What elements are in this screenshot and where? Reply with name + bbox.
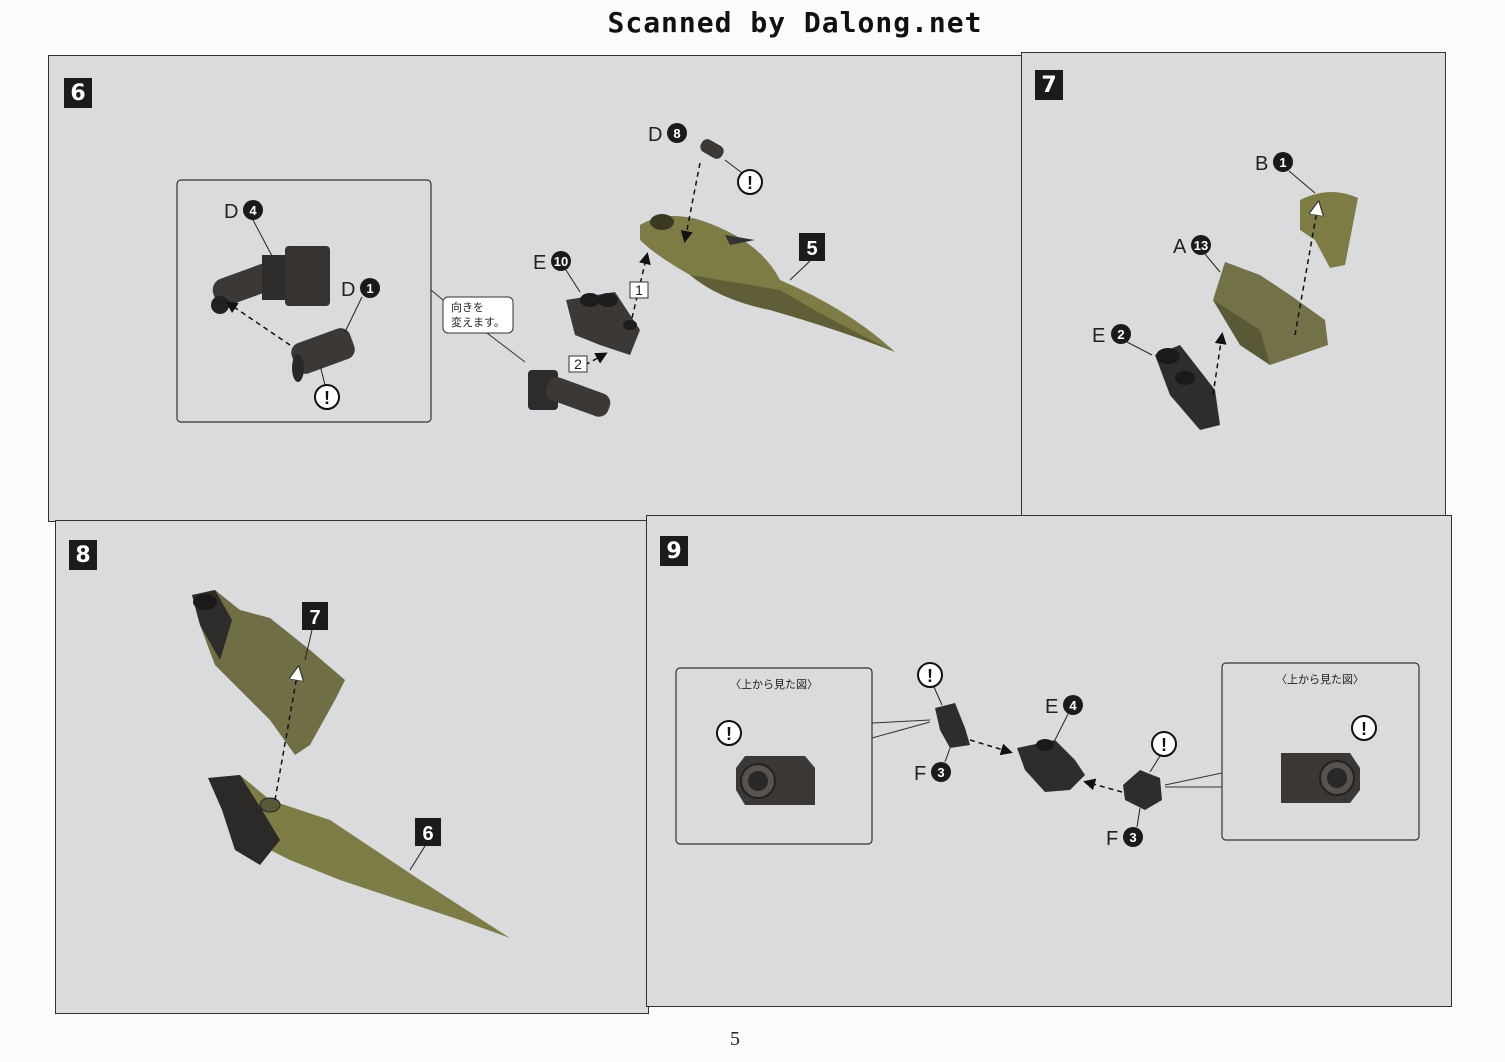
assembly-7: [192, 590, 345, 755]
step-8-number: 8: [69, 540, 97, 570]
label-f3-left-letter: F: [914, 763, 926, 785]
label-d1-number: 1: [366, 281, 373, 296]
label-d4-number: 4: [249, 203, 257, 218]
step-7-number: 7: [1035, 70, 1063, 100]
warning-icon: !: [716, 720, 742, 746]
part-5-tail: [640, 214, 895, 352]
warning-icon: !: [917, 662, 943, 688]
label-e4-letter: E: [1045, 696, 1058, 718]
step-6-number: 6: [64, 78, 92, 108]
warning-icon: !: [737, 169, 763, 195]
part-a13: [1213, 262, 1328, 365]
label-e10-letter: E: [533, 252, 546, 274]
warning-icon: !: [314, 384, 340, 410]
note-line-1: 向きを: [451, 300, 484, 314]
label-b1-number: 1: [1279, 155, 1286, 170]
part-e4: [1017, 739, 1085, 792]
svg-text:!: !: [927, 666, 933, 686]
top-view-label-left: 〈上から見た図〉: [730, 678, 818, 691]
label-b1-letter: B: [1255, 153, 1268, 175]
part-f3-top-view-left: [736, 756, 815, 805]
note-bubble: 向きを 変えます。: [442, 296, 514, 334]
label-e10-number: 10: [554, 254, 568, 269]
label-f3-right-number: 3: [1129, 830, 1136, 845]
step-6-panel: [48, 55, 1023, 522]
scan-header: Scanned by Dalong.net: [607, 6, 983, 39]
svg-text:!: !: [1361, 719, 1367, 739]
part-e10: [566, 292, 640, 355]
callout-assembly-6: 6: [422, 823, 433, 845]
label-d8-letter: D: [648, 124, 662, 146]
label-e2-letter: E: [1092, 325, 1105, 347]
step-8-panel: [55, 520, 649, 1014]
part-b1: [1300, 191, 1358, 268]
svg-text:!: !: [324, 388, 330, 408]
svg-text:!: !: [726, 724, 732, 744]
part-d1: [291, 328, 355, 382]
warning-icon: !: [1351, 715, 1377, 741]
callout-assembly-7: 7: [309, 607, 320, 629]
page-number: 5: [730, 1028, 740, 1050]
part-d4-rotated: [528, 370, 611, 417]
part-f3-left: [935, 703, 970, 748]
svg-text:!: !: [1161, 735, 1167, 755]
label-d8-number: 8: [673, 126, 680, 141]
svg-text:!: !: [747, 173, 753, 193]
top-view-label-right: 〈上から見た図〉: [1276, 673, 1364, 686]
order-1: 1: [635, 282, 643, 298]
assembly-6: [208, 775, 510, 938]
part-d4: [211, 246, 330, 314]
top-view-box-left: [675, 667, 873, 845]
callout-part-5: 5: [806, 238, 817, 260]
label-a13-number: 13: [1194, 238, 1208, 253]
label-a13-letter: A: [1173, 236, 1187, 258]
order-2: 2: [574, 356, 582, 372]
label-e4-number: 4: [1069, 698, 1077, 713]
label-e2-number: 2: [1117, 327, 1124, 342]
part-f3-right: [1123, 770, 1162, 810]
inset-box: [176, 179, 432, 423]
step-9-number: 9: [660, 536, 688, 566]
part-e2: [1155, 345, 1220, 430]
warning-icon: !: [1151, 731, 1177, 757]
note-line-2: 変えます。: [451, 315, 505, 329]
label-d1-letter: D: [341, 279, 355, 301]
label-d4-letter: D: [224, 201, 238, 223]
label-f3-right-letter: F: [1106, 828, 1118, 850]
top-view-box-right: [1221, 662, 1420, 841]
part-f3-top-view-right: [1281, 753, 1360, 803]
label-f3-left-number: 3: [937, 765, 944, 780]
